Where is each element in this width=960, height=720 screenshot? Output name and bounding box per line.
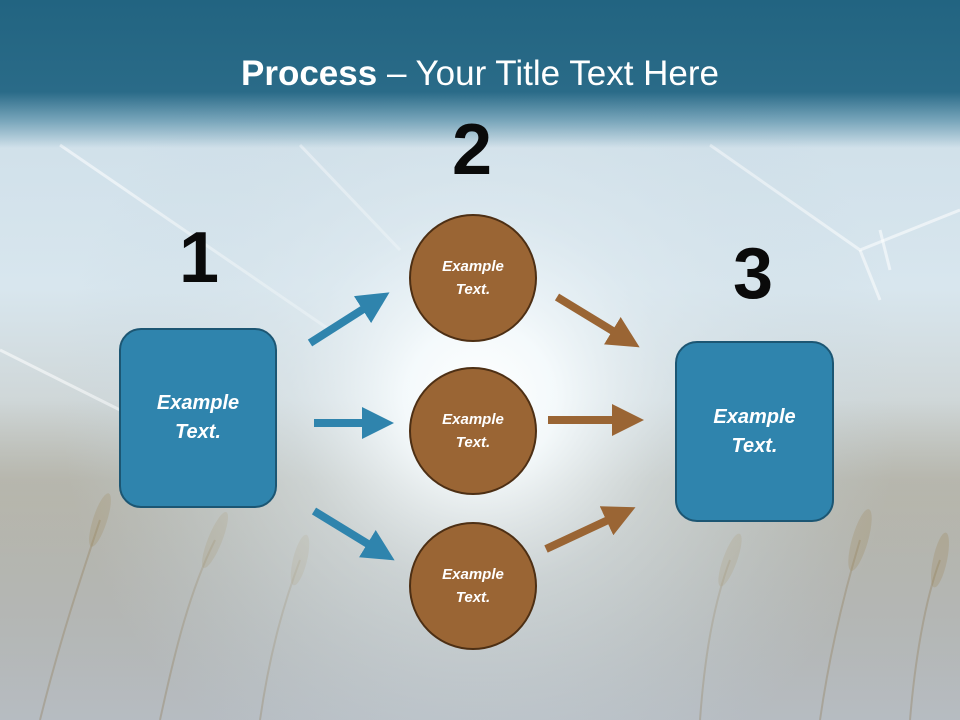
process-box-right: Example Text. <box>675 341 834 522</box>
step-number-3: 3 <box>732 234 774 314</box>
title-bold: Process <box>241 54 378 93</box>
process-circle-middle: Example Text. <box>409 367 537 495</box>
title-rest: – Your Title Text Here <box>377 54 719 93</box>
arrow-brown-up <box>544 506 636 553</box>
slide-title: Process – Your Title Text Here <box>0 52 960 96</box>
header-band <box>0 0 960 148</box>
process-circle-bottom-label: Example Text. <box>442 566 504 606</box>
process-circle-top-label: Example Text. <box>442 258 504 298</box>
arrow-brown-down <box>554 293 640 348</box>
process-box-left-label: Example Text. <box>156 392 240 443</box>
process-box-right-label: Example Text. <box>713 405 796 457</box>
step-number-2: 2 <box>451 110 493 190</box>
process-circle-middle-label: Example Text. <box>442 411 504 451</box>
arrow-blue-down <box>311 507 395 561</box>
arrow-blue-up <box>307 292 390 347</box>
step-number-1: 1 <box>178 218 220 298</box>
process-circle-bottom: Example Text. <box>409 522 537 650</box>
process-circle-top: Example Text. <box>409 214 537 342</box>
process-box-left: Example Text. <box>119 328 277 508</box>
